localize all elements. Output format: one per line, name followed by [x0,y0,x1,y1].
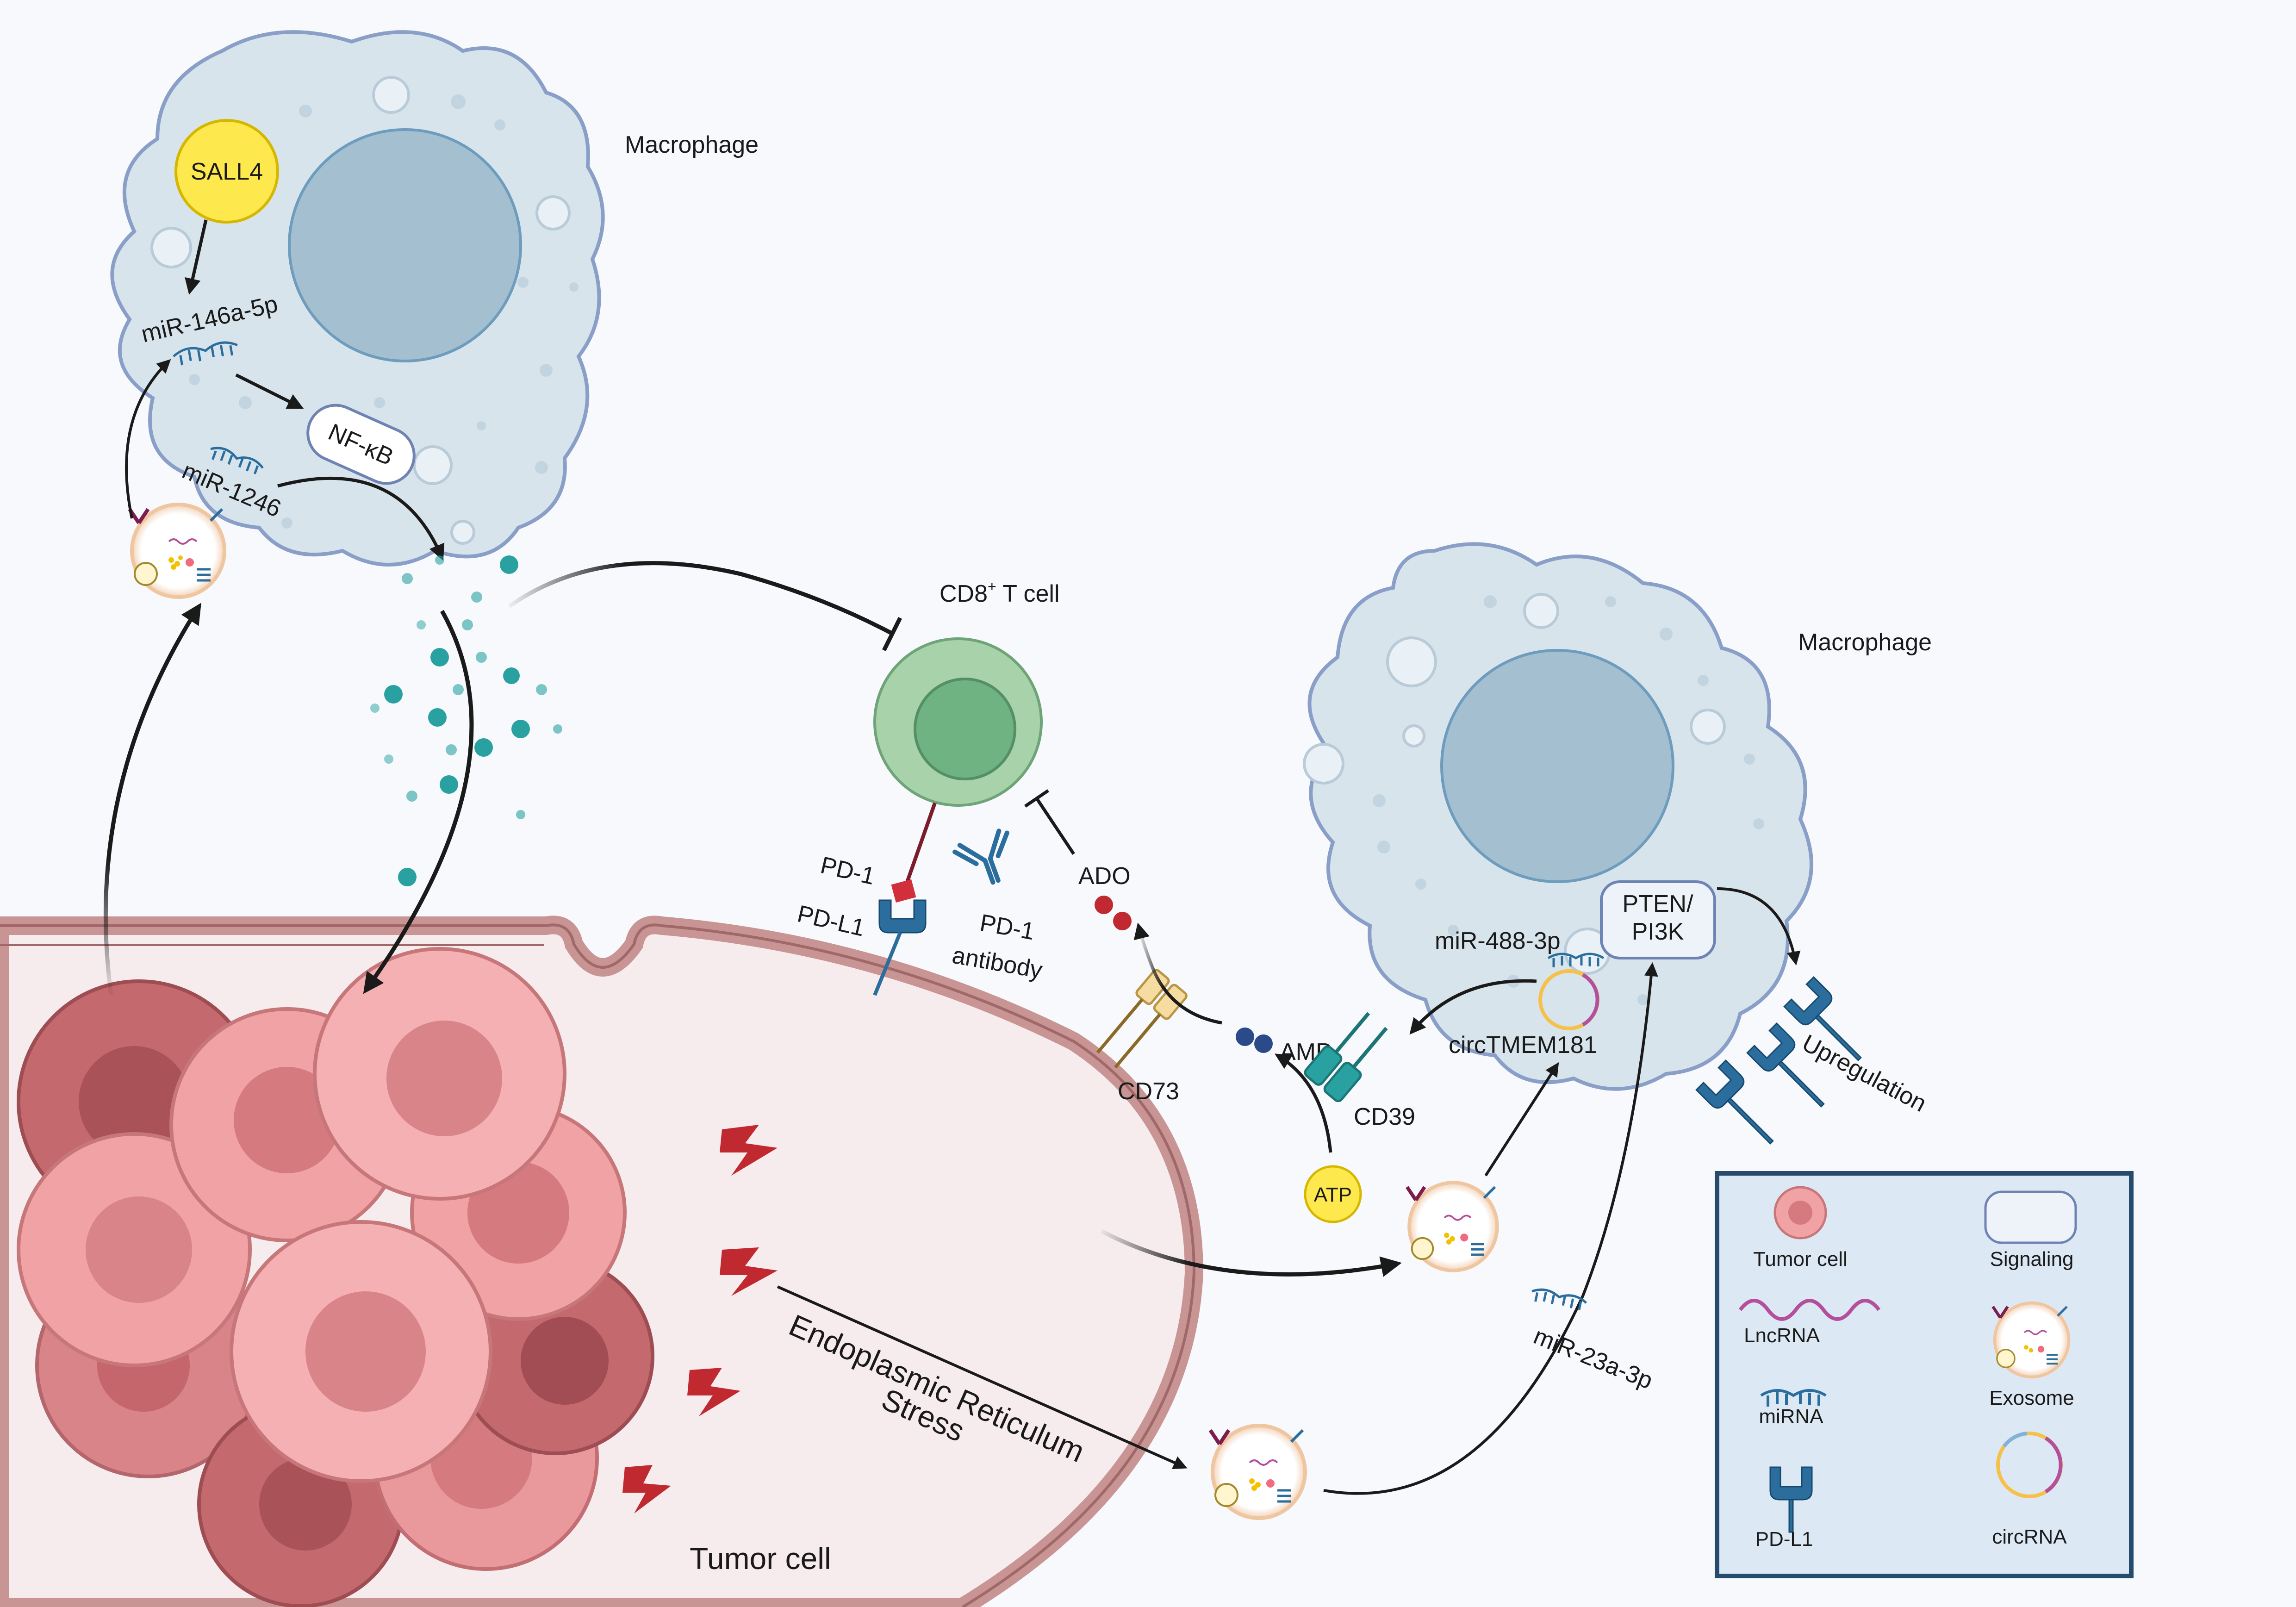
cd39-receptor [1304,1012,1388,1102]
lightning-icon [720,1125,778,1176]
mirna-icon [210,447,264,474]
tumor-cell [230,1220,492,1483]
vesicles-inhibit-tcell [508,561,895,636]
legend-mirna-label: miRNA [1759,1405,1823,1428]
macrophage-nucleus [288,128,522,362]
mirna-icon [1531,1288,1587,1310]
lightning-icon [687,1368,740,1416]
legend-exosome-icon [1991,1301,2071,1379]
mirna-icon [173,341,238,366]
pd1-stalk [903,802,937,890]
atp-node: ATP [1304,1165,1362,1223]
antibody-icon [952,828,1009,885]
legend: Tumor cell Signaling LncRNA Exosome miRN… [1715,1171,2134,1578]
legend-lncrna-icon [1738,1299,1881,1321]
exosome-icon [1406,1181,1499,1272]
tumor-to-exosome-arrow [1100,1229,1402,1277]
er-stress-to-exosome-arrow [777,1285,1188,1469]
pd1-receptor [891,879,916,903]
legend-tumor-cell-icon [1773,1186,1827,1240]
cd73-label: CD73 [1118,1078,1179,1105]
cd8-t-cell [873,637,1043,807]
pdl1-upregulated-icon [1695,976,1862,1145]
pten-pi3k-node: PTEN/ PI3K [1600,880,1716,959]
tumor-cell-label: Tumor cell [690,1541,831,1576]
atp-label: ATP [1314,1183,1352,1206]
cd73-receptor [1096,969,1188,1069]
macrophage-nucleus [1440,649,1674,883]
sall4-to-mir146-arrow [185,219,208,295]
legend-signaling-label: Signaling [1990,1248,2073,1271]
exosome-icon [1208,1424,1307,1520]
exosome-to-circrna-arrow [1484,1062,1559,1177]
ado-molecule [1113,912,1132,930]
cd39-label: CD39 [1354,1103,1415,1130]
legend-lncrna-label: LncRNA [1744,1324,1820,1347]
nfkb-node: NF-κB [306,404,416,485]
inhibition-bar [1024,789,1049,808]
pten-label-2: PI3K [1632,918,1684,945]
legend-pdl1-icon [1769,1466,1813,1533]
macrophage-top-label: Macrophage [625,131,759,158]
cd8-t-cell-label: CD8+ T cell [940,578,1060,607]
legend-circrna-icon [1996,1432,2063,1498]
ado-molecule [1095,896,1113,914]
mir1246-to-secretion-arrow [277,476,445,561]
legend-exosome-label: Exosome [1989,1387,2074,1409]
lightning-icon [720,1247,778,1296]
ado-inhibits-tcell [1035,797,1075,855]
legend-signaling-icon [1984,1190,2077,1244]
circrna-icon [1538,969,1599,1030]
tumor-cell-cluster [17,947,654,1607]
ado-label: ADO [1078,863,1131,890]
stress-bolts [622,1125,778,1514]
secreted-vesicles [370,555,562,886]
exosome-icon [128,503,226,599]
mirna-icon [1547,953,1605,967]
exosome-to-macrophage-arrow [125,359,171,519]
circtmem-label: circTMEM181 [1449,1032,1597,1059]
legend-mirna-icon [1760,1389,1827,1407]
inhibition-bar [882,617,902,652]
amp-to-ado-arrow [1133,922,1222,1025]
amp-molecule [1254,1034,1273,1053]
legend-tumor-cell-label: Tumor cell [1753,1248,1848,1271]
pdl1-receptor [878,899,927,934]
tumor-cell [313,947,566,1201]
sall4-label: SALL4 [191,158,263,185]
secretion-to-tumor-arrow [363,610,474,994]
amp-molecule [1236,1028,1254,1046]
mir146-to-nfkb-arrow [235,373,304,409]
sall4-node: SALL4 [174,119,279,224]
pdl1-stalk [873,932,902,996]
macrophage-right-label: Macrophage [1798,629,1932,656]
pten-label-1: PTEN/ [1622,891,1693,917]
exosome-to-pten-arrow [1323,962,1658,1495]
lightning-icon [622,1465,671,1514]
legend-circrna-label: circRNA [1992,1526,2067,1548]
circrna-to-cd39-arrow [1409,979,1537,1035]
legend-pdl1-label: PD-L1 [1755,1528,1813,1551]
atp-to-amp-arrow [1274,1053,1332,1153]
pten-to-pdl1-arrow [1717,887,1801,965]
mir488-label: miR-488-3p [1435,928,1561,954]
tumor-to-exosome-arrow [103,603,201,996]
